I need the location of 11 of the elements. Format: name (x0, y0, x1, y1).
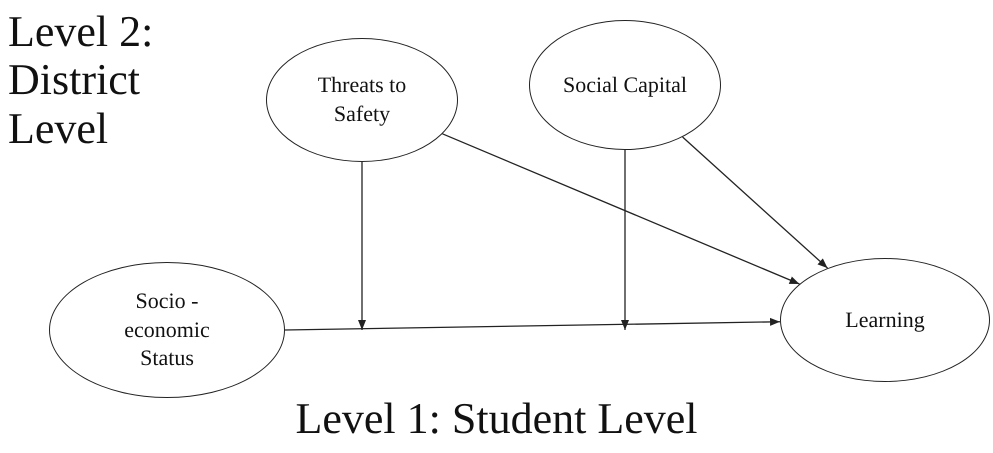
node-label: Learning (844, 306, 926, 334)
arrow (682, 136, 828, 269)
node-label: Socio - economic Status (123, 287, 211, 372)
arrow (358, 162, 366, 330)
arrow (284, 318, 780, 331)
arrow (621, 150, 629, 330)
node-label: Threats to Safety (316, 71, 408, 128)
level-label: Level 2: District Level (8, 8, 154, 154)
node-label: Social Capital (562, 70, 688, 99)
arrow (442, 133, 800, 285)
level-label: Level 1: Student Level (294, 395, 698, 444)
